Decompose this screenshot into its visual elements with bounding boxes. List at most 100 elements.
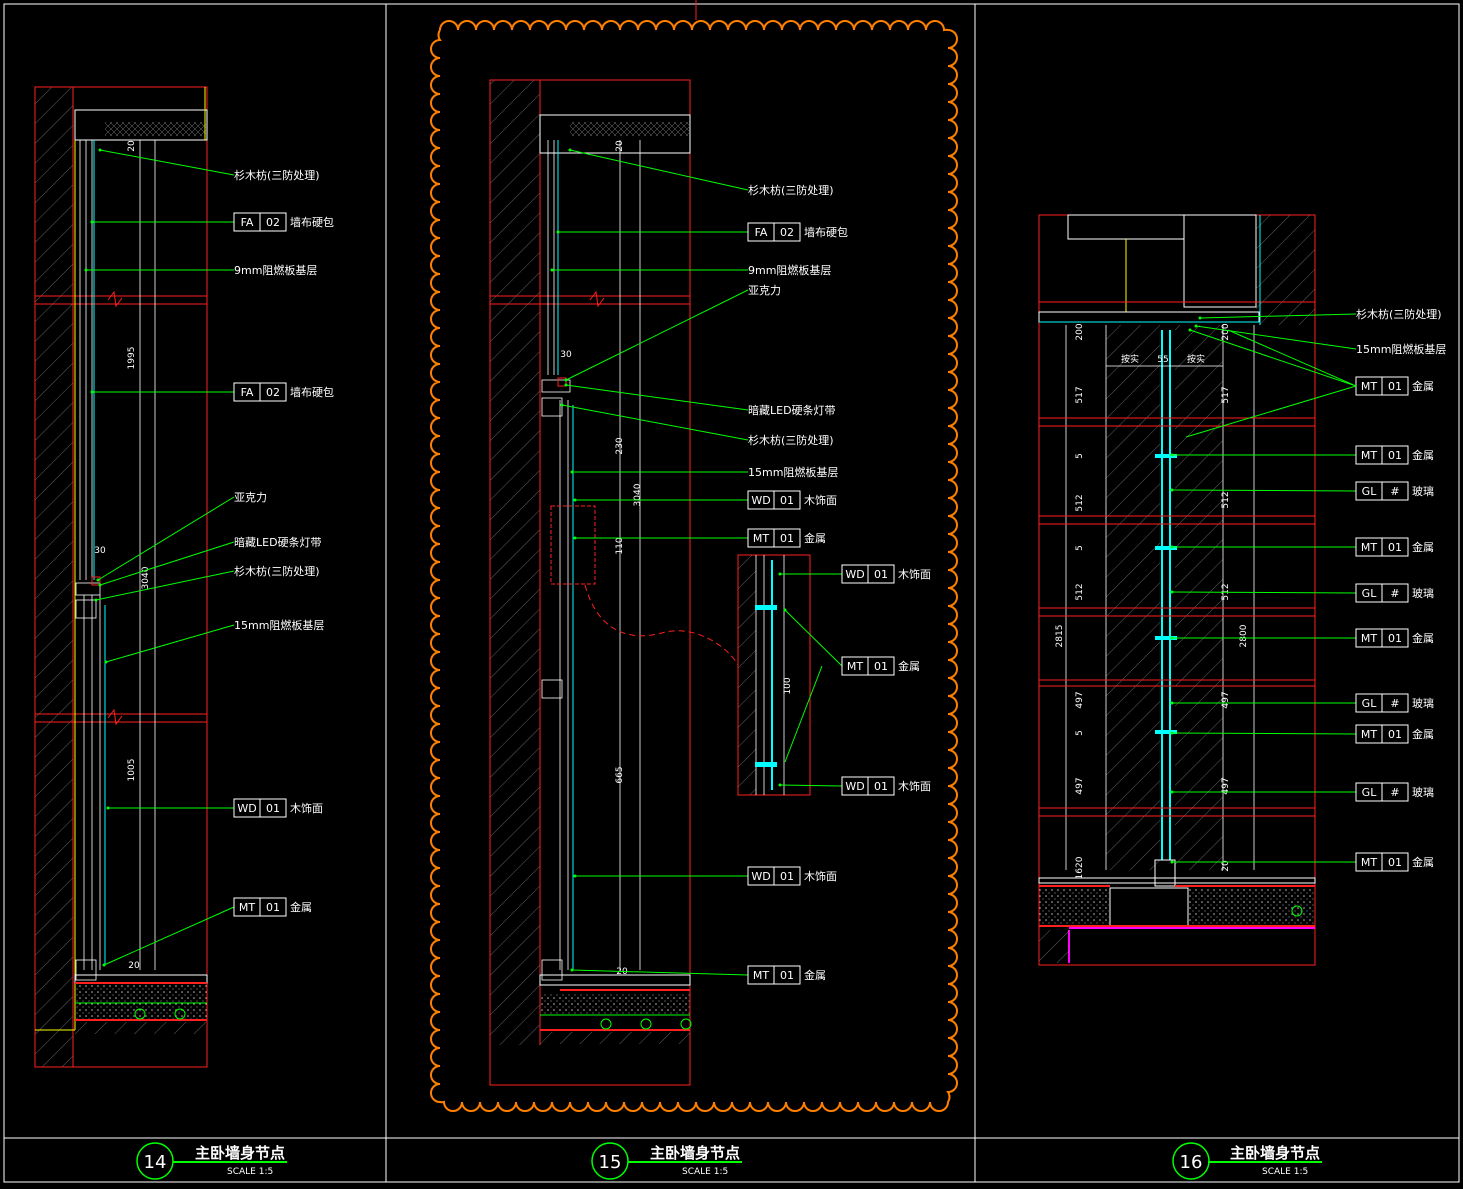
callout-text: 亚克力	[748, 284, 781, 297]
dimension-text: 5	[1075, 545, 1085, 551]
metal-clip	[1155, 730, 1177, 734]
tag-code: FA	[755, 226, 768, 239]
pipe	[600, 1018, 612, 1030]
tag-text: 金属	[290, 900, 312, 914]
wall-hatch	[1256, 215, 1315, 325]
wall-outline	[489, 79, 691, 1086]
leader-callout: 9mm阻燃板基层	[550, 263, 831, 277]
leader-callout: GL#玻璃	[1170, 481, 1434, 501]
callout-text: 9mm阻燃板基层	[748, 263, 831, 277]
leader-callout: GL#玻璃	[1170, 782, 1434, 802]
dimension-text: 512	[1075, 583, 1085, 600]
pipe	[174, 1008, 186, 1020]
tag-code: MT	[1361, 541, 1377, 554]
tag-num: 01	[266, 802, 280, 815]
dimension-text: 20	[127, 140, 137, 152]
tag-num-box	[259, 897, 287, 917]
leader-callout: 暗藏LED硬条灯带	[98, 535, 322, 587]
base-profile	[1154, 859, 1176, 887]
tag-num: 01	[874, 660, 888, 673]
layers	[541, 140, 641, 981]
infill-hatch	[1106, 325, 1160, 870]
floor-screed	[1039, 888, 1109, 926]
tag-num-box	[1381, 445, 1409, 465]
tag-num-box	[773, 490, 801, 510]
dimension-text: 1995	[127, 347, 137, 370]
tag-code: WD	[751, 494, 770, 507]
tag-text: 墙布硬包	[804, 225, 848, 239]
tag-num-box	[867, 564, 895, 584]
callout-text: 亚克力	[234, 491, 267, 504]
dimension-text: 517	[1075, 386, 1085, 403]
leader-callout: MT 01 金属	[102, 897, 312, 967]
dimension-text: 2800	[1239, 624, 1249, 647]
led-strip	[91, 576, 101, 586]
floor-top	[539, 974, 691, 986]
tag-num-box	[1381, 376, 1409, 396]
callout-text: 杉木枋(三防处理)	[748, 183, 834, 197]
tag-text: 金属	[804, 968, 826, 982]
tag-num: 02	[780, 226, 794, 239]
tag-num: 01	[1388, 728, 1402, 741]
tag-num-box	[1381, 583, 1409, 603]
tag-code: GL	[1362, 786, 1378, 799]
tag-text: 金属	[898, 659, 920, 673]
floor-screed	[540, 993, 690, 1015]
callout-text: 暗藏LED硬条灯带	[234, 535, 322, 549]
tag-num-box	[1381, 852, 1409, 872]
callout-text: 15mm阻燃板基层	[1356, 342, 1446, 356]
dimension-text: 1005	[127, 759, 137, 782]
detail-number: 14	[144, 1152, 167, 1173]
tag-num-box	[1381, 724, 1409, 744]
tag-code: GL	[1362, 697, 1378, 710]
pipe	[640, 1018, 652, 1030]
led-strip	[557, 377, 567, 387]
leader-callout: 15mm阻燃板基层	[1194, 324, 1446, 356]
detail-scale: SCALE 1:5	[227, 1167, 273, 1177]
tag-code: WD	[237, 802, 256, 815]
tag-num: 01	[1388, 449, 1402, 462]
dimension-text: 230	[615, 437, 625, 454]
tag-text: 玻璃	[1412, 586, 1434, 600]
break-mark	[107, 290, 123, 308]
tag-code: MT	[1361, 632, 1377, 645]
tag-num-box	[773, 965, 801, 985]
tag-code: MT	[753, 969, 769, 982]
tag-text: 金属	[1412, 855, 1434, 869]
leader-callout: 15mm阻燃板基层	[570, 465, 838, 479]
tag-num: 01	[1388, 632, 1402, 645]
tag-code: MT	[239, 901, 255, 914]
tag-num: 01	[1388, 856, 1402, 869]
dimension-text: 5	[1075, 453, 1085, 459]
tag-num: 01	[780, 494, 794, 507]
dimension-text: 497	[1075, 777, 1085, 794]
leader-callout: 杉木枋(三防处理)	[568, 148, 834, 197]
leader-callout: 亚克力	[564, 284, 781, 382]
tag-text: 玻璃	[1412, 785, 1434, 799]
inset-metal	[755, 605, 777, 610]
slab-hatch	[1039, 930, 1069, 963]
dimension-text: 20	[615, 140, 625, 152]
dimension-text: 497	[1221, 777, 1231, 794]
tag-num: 01	[266, 901, 280, 914]
floor-top	[1038, 877, 1316, 884]
pipe	[680, 1018, 692, 1030]
tag-num-box	[773, 866, 801, 886]
dimension-text: 497	[1075, 691, 1085, 708]
leader-callout: 杉木枋(三防处理)	[560, 403, 834, 447]
tag-num: #	[1390, 485, 1399, 498]
leader-callout: GL#玻璃	[1170, 583, 1434, 603]
tag-num: 01	[780, 870, 794, 883]
